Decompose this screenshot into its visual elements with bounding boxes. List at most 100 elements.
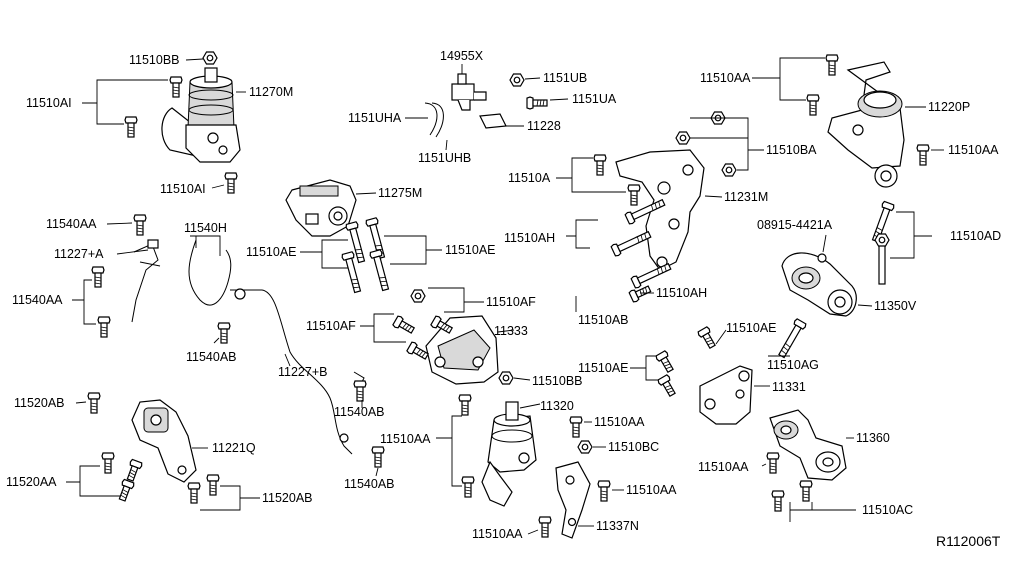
nut-icon [509,73,525,87]
callout-11510ah: 11510AH [504,231,556,245]
bolt-icon [654,349,677,375]
nut-icon [202,51,218,65]
bolt-icon [569,416,583,438]
nut-icon [410,289,426,303]
callout-11221q: 11221Q [212,441,256,455]
bolt-icon [630,260,673,290]
diagram-reference-code: R112006T [936,533,1001,549]
callout-11540h: 11540H [184,221,227,235]
bracket-11231m [615,149,705,271]
bolt-icon [353,380,367,402]
callout-11337n: 11337N [596,519,639,533]
bolt-icon [187,482,201,504]
bolt-icon [775,317,808,360]
bolt-icon [799,480,813,502]
bolt-icon [627,184,641,206]
sensor-14955x [451,73,487,111]
nut-icon [498,371,514,385]
callout-11227-a: 11227+A [54,247,104,261]
callout-11520ab: 11520AB [14,396,65,410]
callout-11510ad: 11510AD [950,229,1002,243]
callout-11510aa: 11510AA [594,415,645,429]
bracket-11337n [555,461,591,539]
callout-11510ah: 11510AH [656,286,708,300]
callout-11540aa: 11540AA [12,293,63,307]
stud-icon [878,243,886,285]
bolt-icon [206,474,220,496]
callout-11510ba: 11510BA [766,143,817,157]
mount-11270m [161,67,241,163]
bolt-icon [916,144,930,166]
callout-11510ai: 11510AI [26,96,72,110]
callout-11510ai: 11510AI [160,182,206,196]
bolt-icon [133,214,147,236]
bolt-icon [458,394,472,416]
washer-icon [817,253,827,263]
callout-11228: 11228 [527,119,561,133]
bracket-11333 [425,315,499,385]
nut-icon [874,233,890,247]
mount-11221q [131,399,197,483]
callout-11510af: 11510AF [486,295,536,309]
callout-11510ae: 11510AE [578,361,629,375]
callout-11510ag: 11510AG [767,358,819,372]
callout-1151uhb: 1151UHB [418,151,472,165]
bolt-icon [766,452,780,474]
callout-11540ab: 11540AB [334,405,385,419]
callout-11510aa: 11510AA [626,483,677,497]
callout-11510ae: 11510AE [726,321,777,335]
callout-11510aa: 11510AA [700,71,751,85]
callout-11510ae: 11510AE [445,243,496,257]
callout-11275m: 11275M [378,186,423,200]
callout-11510ac: 11510AC [862,503,914,517]
bolt-icon [115,478,136,503]
bolt-icon [368,248,392,292]
callout-11227-b: 11227+B [278,365,328,379]
callout-11510ab: 11510AB [578,313,629,327]
bolt-icon [124,116,138,138]
bolt-icon [91,266,105,288]
bolt-icon [806,94,820,116]
bolt-icon [656,373,679,399]
callout-11510aa: 11510AA [948,143,999,157]
callout-11270m: 11270M [249,85,294,99]
bolt-icon [101,452,115,474]
bolt-icon [217,322,231,344]
callout-11540ab: 11540AB [344,477,395,491]
bolt-icon [593,154,607,176]
nut-icon [721,163,737,177]
callout-14955x: 14955X [440,49,484,63]
callout-11510aa: 11510AA [698,460,749,474]
bolt-icon [526,96,548,110]
bolt-icon [610,228,653,258]
bracket-11331 [699,365,753,425]
bolt-icon [224,172,238,194]
harness-11540h [131,239,365,455]
bolt-icon [371,446,385,468]
mount-11350v [781,252,857,317]
callout-1151ub: 1151UB [543,71,588,85]
bolt-icon [405,340,431,363]
mount-11220p [827,61,905,188]
callout-11510ae: 11510AE [246,245,297,259]
bolt-icon [461,476,475,498]
bracket-11275m [285,179,357,237]
callout-11540ab: 11540AB [186,350,237,364]
callout-1151uha: 1151UHA [348,111,402,125]
bolt-icon [97,316,111,338]
nut-icon [675,131,691,145]
bolt-icon [391,314,417,337]
bolt-icon [123,458,144,483]
callout-11320: 11320 [540,399,574,413]
bolt-icon [538,516,552,538]
nut-icon [577,440,593,454]
callout-11350v: 11350V [874,299,917,313]
callout-11510bb: 11510BB [532,374,583,388]
callout-11360: 11360 [856,431,890,445]
callout-11220p: 11220P [928,100,971,114]
callout-11231m: 11231M [724,190,769,204]
callout-11520ab: 11520AB [262,491,313,505]
bolt-icon [87,392,101,414]
